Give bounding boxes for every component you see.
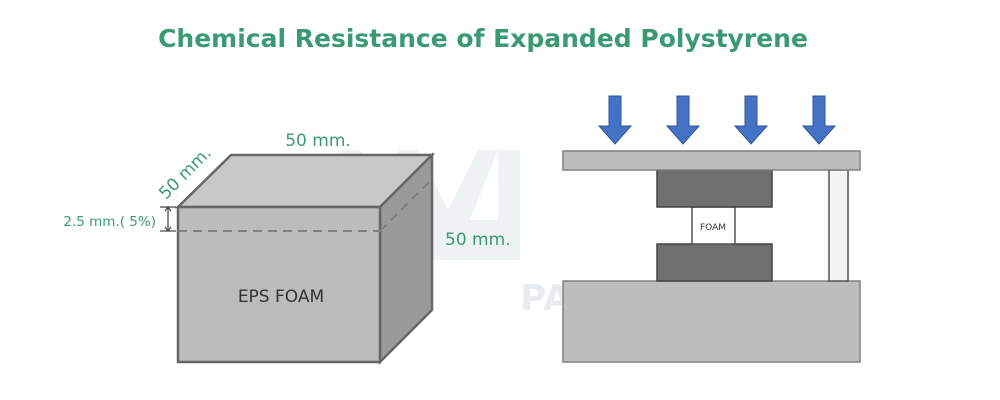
- top-plate: [562, 150, 861, 171]
- upper-press-block: [656, 169, 773, 208]
- foam-sample-label: FOAM: [700, 223, 726, 233]
- force-arrow-icon: [597, 95, 633, 145]
- cube-label: EPS FOAM: [238, 287, 324, 307]
- compression-line-side: [379, 178, 433, 232]
- eps-foam-cube: EPS FOAM: [174, 151, 436, 366]
- base-plate: [562, 280, 861, 363]
- force-arrows: [597, 95, 837, 145]
- support-pillar: [828, 169, 849, 282]
- cube-height-label: 50 mm.: [445, 230, 511, 250]
- lower-press-block: [656, 243, 773, 282]
- compression-press: FOAM: [562, 150, 861, 363]
- cube-width-label: 50 mm.: [285, 131, 351, 151]
- foam-sample: [691, 206, 736, 245]
- page-title: Chemical Resistance of Expanded Polystyr…: [158, 24, 808, 53]
- compression-dimension-marker: [160, 206, 176, 232]
- compression-label: 2.5 mm.( 5%): [63, 214, 156, 230]
- force-arrow-icon: [733, 95, 769, 145]
- cube-front-face: [176, 205, 382, 364]
- force-arrow-icon: [801, 95, 837, 145]
- force-arrow-icon: [665, 95, 701, 145]
